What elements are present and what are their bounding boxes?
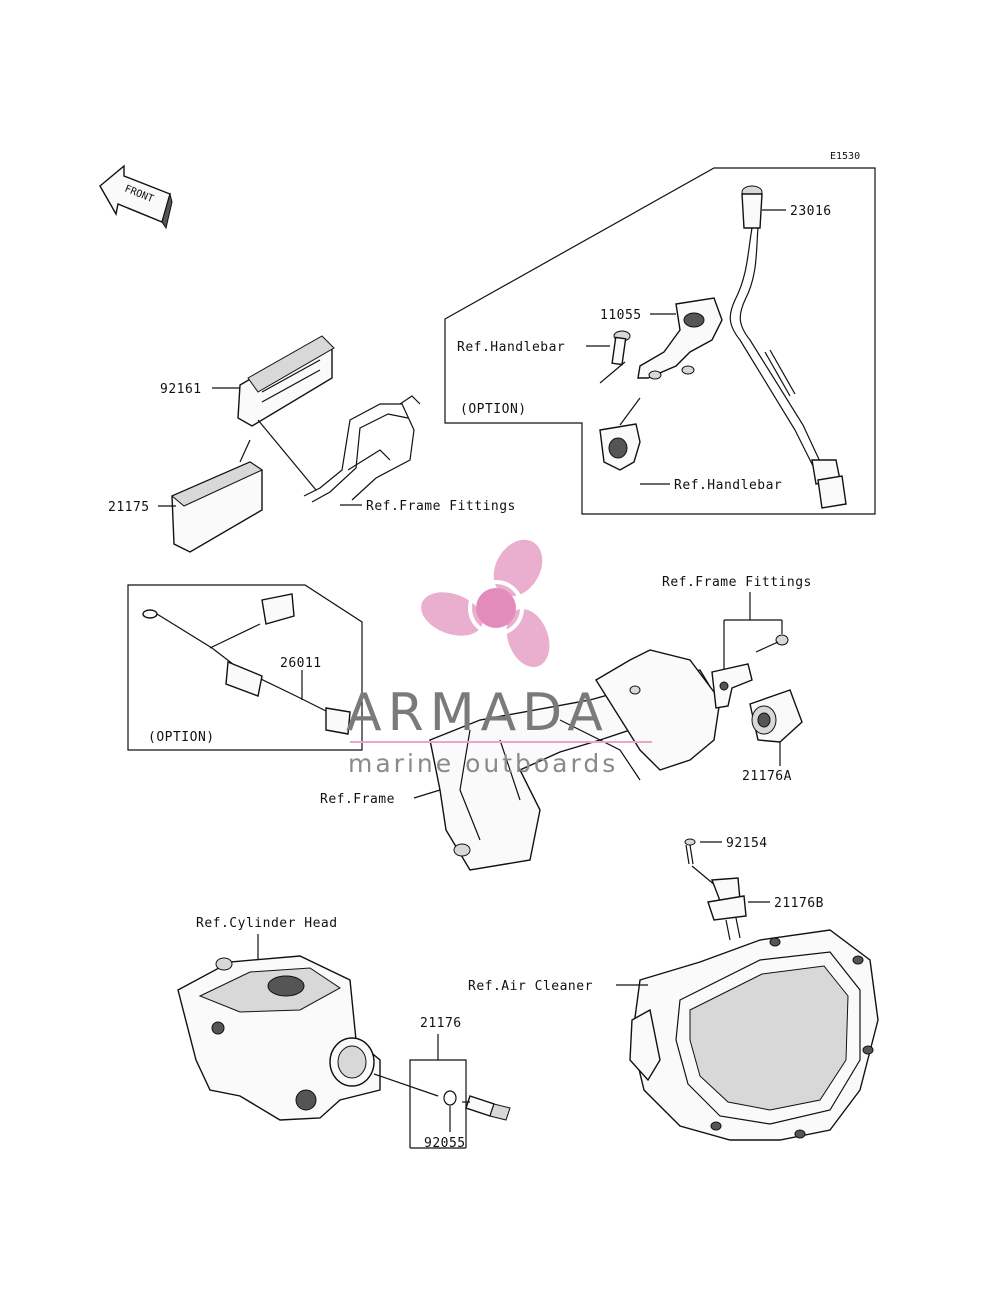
bracket-bolt-icon	[755, 634, 789, 653]
part-26011-label: 26011	[280, 656, 322, 671]
handlebar-clamp-part	[599, 423, 641, 471]
part-21175-label: 21175	[108, 500, 150, 515]
switch-cable-part	[729, 185, 847, 509]
ref-handlebar-2: Ref.Handlebar	[674, 478, 782, 493]
bracket-part	[637, 297, 723, 380]
armada-logo	[421, 539, 550, 668]
ref-frame: Ref.Frame	[320, 792, 395, 807]
o-ring-92055-icon	[443, 1090, 457, 1106]
wire-harness-part	[142, 593, 351, 735]
diagram-code: E1530	[830, 151, 860, 162]
sensor-21176A-part	[749, 689, 803, 743]
part-21176-label: 21176	[420, 1016, 462, 1031]
ref-frame-fittings-2: Ref.Frame Fittings	[662, 575, 812, 590]
ecu-cover-part	[237, 335, 335, 427]
ecu-unit-part	[171, 461, 264, 553]
ref-cylinder-head: Ref.Cylinder Head	[196, 916, 338, 931]
ref-air-cleaner: Ref.Air Cleaner	[468, 979, 593, 994]
temp-sensor-part	[462, 1095, 511, 1121]
cylinder-head-part	[177, 955, 381, 1121]
part-11055-label: 11055	[600, 308, 642, 323]
watermark-brand: ARMADA	[346, 683, 609, 743]
option-label-left: (OPTION)	[148, 730, 215, 745]
part-23016-label: 23016	[790, 204, 832, 219]
sensor-bracket-part	[711, 663, 753, 709]
frame-part	[429, 649, 721, 871]
front-arrow-icon: FRONT	[99, 164, 173, 230]
part-21176A-label: 21176A	[742, 769, 792, 784]
bracket-21176-92055	[409, 1059, 467, 1148]
ref-handlebar-1: Ref.Handlebar	[457, 340, 565, 355]
sensor-21176B-part	[707, 877, 747, 941]
part-92055-label: 92055	[424, 1136, 466, 1151]
watermark-tagline: marine outboards	[348, 749, 618, 778]
part-92154-label: 92154	[726, 836, 768, 851]
option-box-top	[444, 167, 876, 515]
frame-fitting-bracket-part	[303, 395, 421, 503]
option-label-top: (OPTION)	[460, 402, 527, 417]
air-cleaner-part	[629, 929, 879, 1141]
bolt-icon	[611, 330, 631, 366]
part-92161-label: 92161	[160, 382, 202, 397]
ref-frame-fittings-1: Ref.Frame Fittings	[366, 499, 516, 514]
part-21176B-label: 21176B	[774, 896, 824, 911]
option-box-left	[127, 584, 363, 751]
screw-92154-icon	[684, 838, 696, 865]
